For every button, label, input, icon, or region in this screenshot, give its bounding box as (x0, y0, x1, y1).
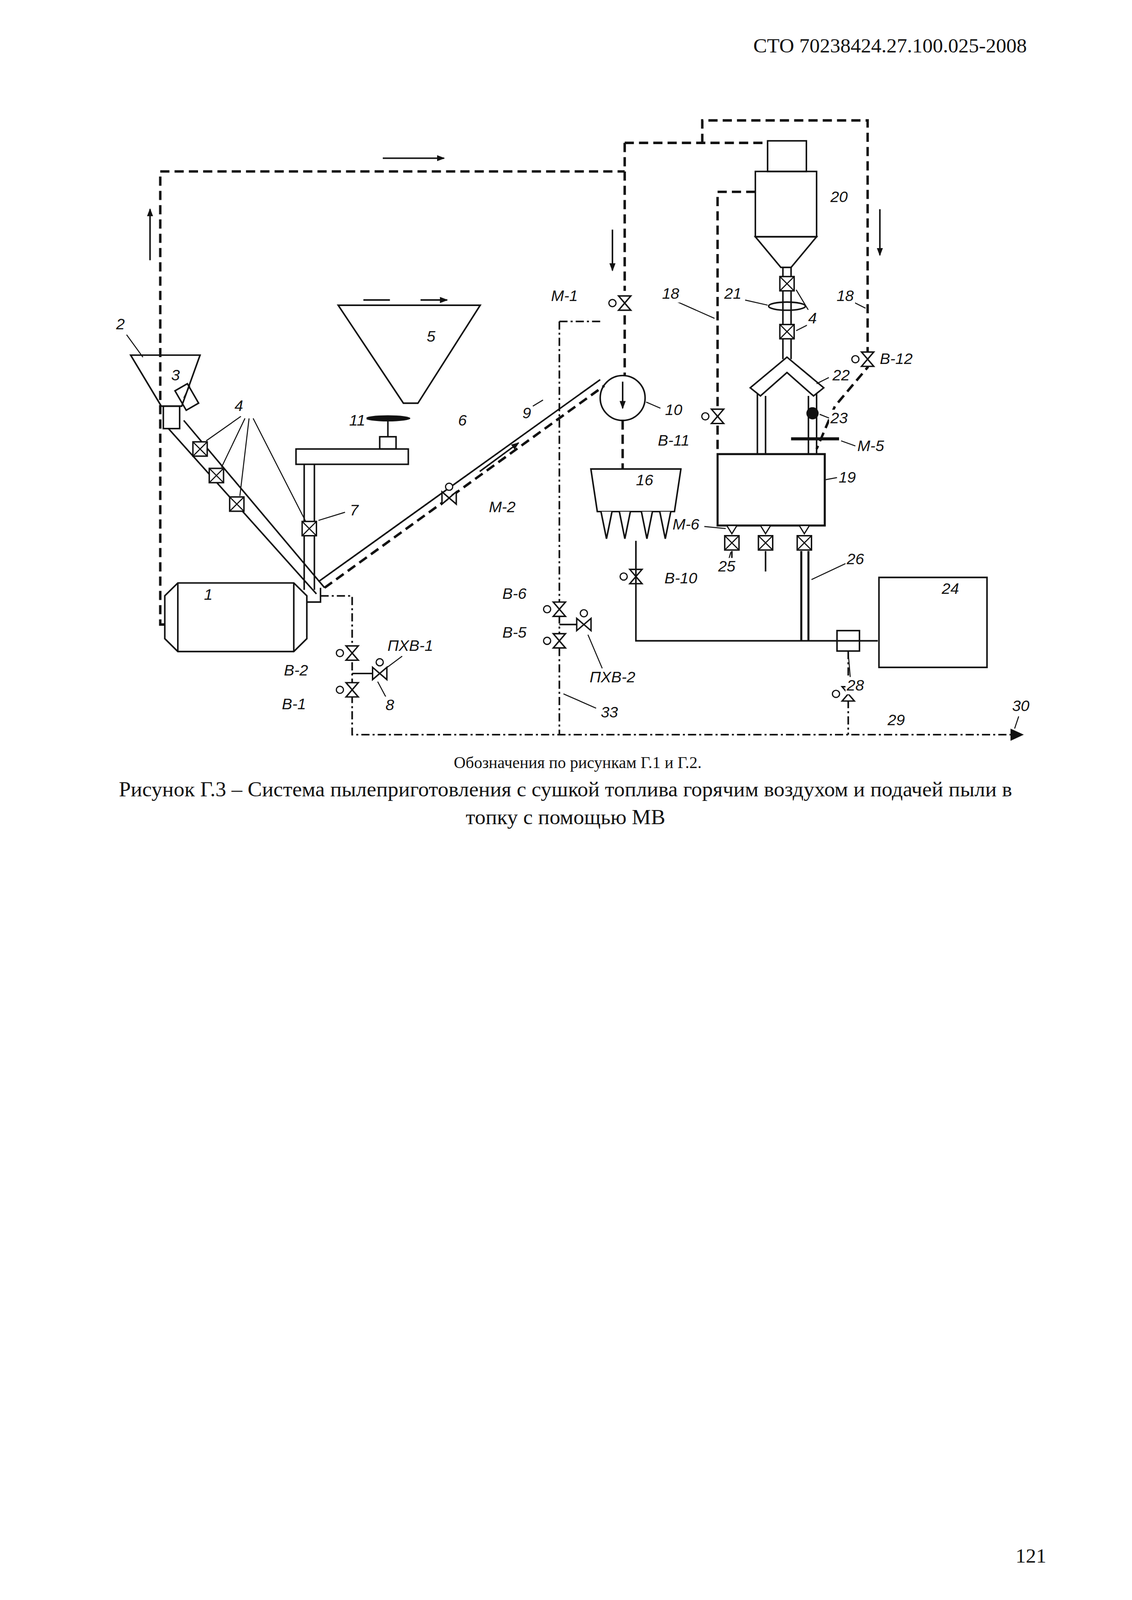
callout-number: 11 (347, 412, 367, 429)
hopper: 5 (336, 304, 482, 405)
callout-number: ПХВ-2 (588, 669, 637, 687)
header: СТО 70238424.27.100.025-2008 (751, 34, 1028, 58)
callout-number: 4 (233, 397, 245, 415)
hopper-outline (336, 304, 482, 405)
callout-number: 4 (806, 309, 819, 327)
callout-number: 18 (834, 287, 856, 305)
callout-number: ПХВ-1 (386, 637, 435, 655)
ball-mill-outline (163, 581, 309, 654)
callout-number: В-11 (656, 432, 691, 450)
callout-number: М-5 (855, 437, 886, 455)
callout-number: 29 (886, 712, 907, 730)
callout-number: В-5 (500, 624, 528, 642)
callout-number: М-6 (671, 516, 701, 533)
callout-number: 3 (169, 367, 182, 385)
callout-number: 9 (521, 404, 533, 422)
callout-number: 26 (845, 550, 866, 568)
callout-number: 33 (599, 704, 620, 721)
callout-number: М-1 (549, 287, 580, 305)
page-number: 121 (1014, 1545, 1049, 1569)
callout-number: 30 (1010, 697, 1031, 715)
callout-number: 22 (830, 367, 851, 385)
callout-number: В-2 (282, 662, 310, 679)
callout-number: М-2 (487, 498, 517, 516)
callout-number: В-1 (280, 695, 308, 713)
callout-number: 10 (663, 401, 684, 419)
note: Обозначения по рисункам Г.1 и Г.2. (452, 754, 704, 773)
callout-number: 23 (829, 410, 850, 428)
callout-number: 6 (456, 412, 469, 429)
callout-number: 16 (636, 471, 654, 489)
callout-number: 21 (722, 285, 743, 303)
callout-number: 8 (384, 696, 396, 714)
callout-number: 28 (845, 677, 866, 695)
callout-number: 7 (348, 501, 360, 519)
callout-number: 18 (660, 285, 681, 303)
callout-number: 2 (114, 316, 127, 334)
figure-caption: Рисунок Г.3 – Система пылеприготовления … (118, 775, 1013, 832)
callout-number: В-6 (500, 585, 528, 603)
callout-number: 20 (829, 188, 850, 206)
burner: 16 (589, 467, 682, 542)
callout-number: 25 (716, 558, 737, 575)
boiler-furnace-outline (877, 576, 989, 669)
boiler-furnace: 24 (877, 576, 989, 669)
pipeline-connector (636, 541, 878, 642)
callout-number: 19 (837, 469, 858, 486)
callout-number: 5 (426, 328, 436, 345)
callout-number: В-12 (878, 350, 914, 368)
callout-number: 24 (941, 580, 960, 598)
ball-mill: 1 (163, 581, 309, 654)
callout-number: 1 (203, 586, 213, 604)
callout-number: В-10 (662, 570, 699, 588)
